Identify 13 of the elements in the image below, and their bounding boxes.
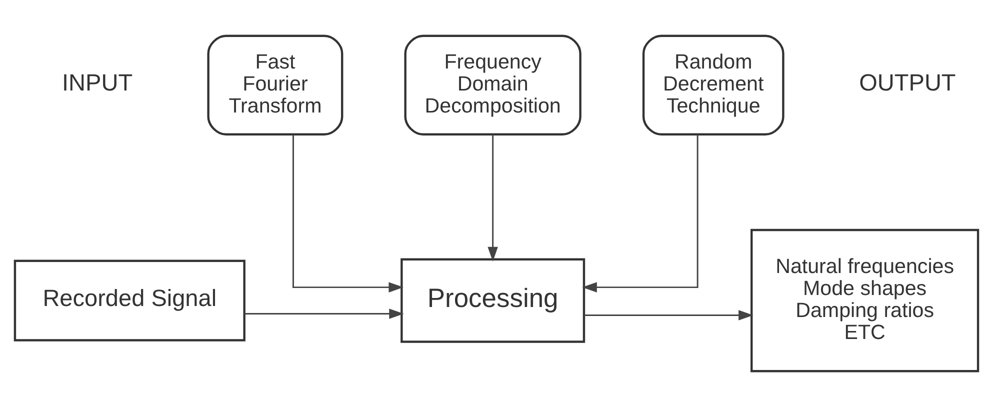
arrow [292, 134, 404, 292]
node-box: Recorded Signal [14, 260, 246, 342]
node-box: Processing [400, 258, 586, 343]
node-box: Natural frequencies Mode shapes Damping ratios ETC [750, 228, 980, 372]
label: OUTPUT [859, 70, 956, 96]
node-box: Random Decrement Technique [642, 34, 784, 136]
arrow [582, 134, 698, 292]
arrow [244, 308, 404, 319]
arrow [584, 310, 754, 320]
node-box: Frequency Domain Decomposition [404, 34, 582, 136]
label: INPUT [62, 70, 133, 96]
node-box: Fast Fourier Transform [207, 34, 344, 136]
arrow [488, 134, 498, 262]
